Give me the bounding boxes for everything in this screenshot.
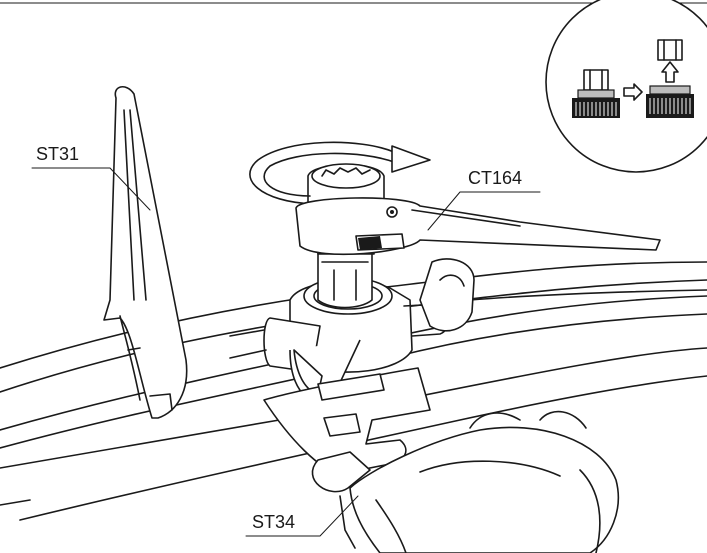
inset-nut-assembled	[583, 69, 609, 91]
callout-st34: ST34	[252, 512, 295, 532]
st31-tool	[103, 86, 188, 419]
arrow-right-icon	[623, 83, 643, 101]
inset-nut-separated	[657, 39, 683, 61]
st34-holder	[263, 367, 431, 549]
callout-st31: ST31	[36, 144, 79, 164]
st31-leader	[31, 167, 151, 211]
ct164-wrench	[295, 197, 661, 256]
inset-detail	[545, 0, 707, 173]
ct164-leader	[427, 191, 541, 231]
arrow-up-icon	[661, 61, 679, 83]
hand-illustration	[349, 410, 620, 553]
callout-ct164: CT164	[468, 168, 522, 188]
callout-leaders	[31, 167, 541, 537]
st34-leader	[245, 495, 359, 537]
rotation-arrow-icon	[249, 141, 431, 205]
